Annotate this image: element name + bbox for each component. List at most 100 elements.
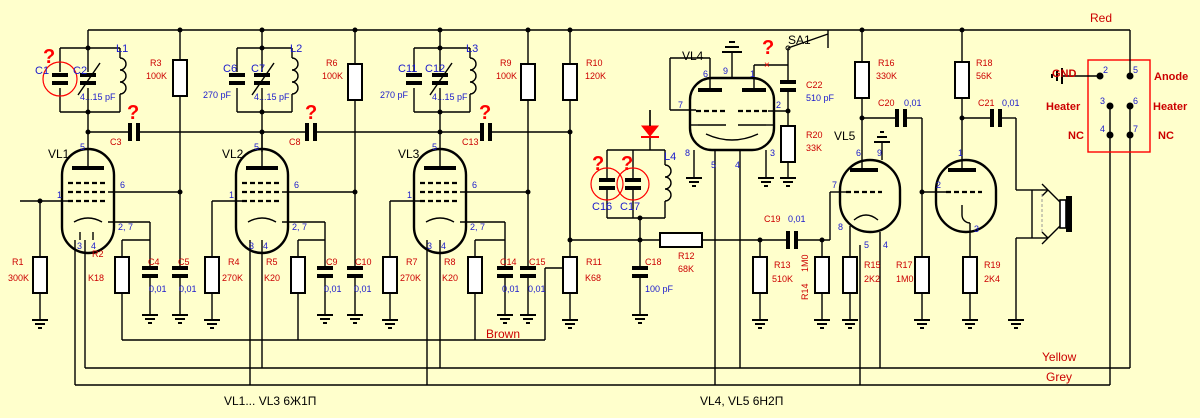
value-r20: 33K	[806, 143, 822, 153]
connector-pin-4: 4	[1100, 124, 1105, 134]
value-c6: 270 pF	[203, 90, 232, 100]
vl1-pin-6: 6	[120, 180, 125, 190]
label-c10: C10	[355, 257, 372, 267]
value-r3: 100K	[146, 71, 167, 81]
vl2-pin-6: 6	[294, 180, 299, 190]
label-c2: C2	[73, 65, 87, 77]
vl5-pin-6: 6	[856, 148, 861, 158]
label-r13: R13	[774, 260, 791, 270]
value-r16: 330K	[876, 71, 897, 81]
label-l1: L1	[116, 43, 128, 55]
label-r20: R20	[806, 130, 823, 140]
label-c15: C15	[529, 257, 546, 267]
value-c2: 4...15 pF	[80, 92, 116, 102]
label-r12: R12	[678, 251, 695, 261]
value-r11: K68	[585, 273, 601, 283]
label-c3: C3	[110, 137, 122, 147]
value-c21: 0,01	[1002, 98, 1020, 108]
label-r16: R16	[878, 58, 895, 68]
vl2-pin-1: 1	[229, 190, 234, 200]
value-r4: 270K	[222, 273, 243, 283]
label-r17: R17	[896, 260, 913, 270]
tube-shield-vl5	[874, 131, 890, 160]
tube-vl4	[669, 57, 788, 178]
power-connector	[1051, 30, 1151, 153]
vl4-pin-4: 4	[735, 160, 740, 170]
value-c22: 510 pF	[806, 93, 835, 103]
label-c5: C5	[178, 257, 190, 267]
label-sa1: SA1	[788, 33, 811, 47]
vl5-pin-5: 5	[864, 240, 869, 250]
label-r11: R11	[586, 257, 602, 267]
connector-pin-7: 7	[1133, 124, 1138, 134]
label-r3: R3	[150, 58, 162, 68]
label-c6: C6	[223, 63, 237, 75]
vl1-pin-4: 4	[91, 241, 96, 251]
tube-type-left: VL1... VL3 6Ж1П	[224, 394, 316, 408]
connector-pin-3: 3	[1100, 96, 1105, 106]
label-c12: C12	[425, 63, 445, 75]
label-c7: C7	[251, 63, 265, 75]
tube-vl1	[20, 147, 180, 255]
value-c11: 270 pF	[380, 90, 409, 100]
value-c18: 100 pF	[645, 284, 674, 294]
vl3-pin-3: 3	[427, 241, 432, 251]
label-gnd: GND	[1052, 68, 1077, 80]
label-nc-right: NC	[1158, 130, 1174, 142]
label-brown-wire: Brown	[486, 327, 520, 341]
label-heater-left: Heater	[1046, 101, 1081, 113]
label-r5: R5	[266, 257, 278, 267]
tube-vl3	[390, 132, 528, 255]
label-grey-wire: Grey	[1046, 370, 1072, 384]
tube-type-right: VL4, VL5 6Н2П	[700, 394, 783, 408]
label-c14: C14	[500, 257, 517, 267]
label-c18: C18	[645, 257, 662, 267]
value-r9: 100K	[496, 71, 517, 81]
vl5-pin-3: 3	[974, 224, 979, 234]
label-c1: C1	[35, 65, 49, 77]
value-r10: 120K	[585, 71, 606, 81]
label-r9: R9	[500, 58, 512, 68]
vl3-pin-27: 2, 7	[470, 222, 485, 232]
label-c21: C21	[978, 98, 995, 108]
vl1-pin-1: 1	[57, 190, 62, 200]
label-c8: C8	[289, 137, 301, 147]
label-c22: C22	[806, 80, 823, 90]
label-r4: R4	[228, 257, 240, 267]
question-mark-c16: ?	[592, 153, 604, 175]
connector-pin-5: 5	[1133, 65, 1138, 75]
vl4-pin-9: 9	[723, 66, 728, 76]
vl2-pin-4: 4	[263, 241, 268, 251]
headphone-jack	[1031, 183, 1049, 245]
earpiece	[1047, 189, 1072, 239]
label-r1: R1	[12, 257, 24, 267]
vl2-pin-3: 3	[249, 241, 254, 251]
label-r19: R19	[984, 260, 1001, 270]
vl5-pin-8: 8	[838, 222, 843, 232]
label-anode: Anode	[1154, 71, 1188, 83]
label-l4: L4	[664, 151, 676, 163]
value-r6: 100K	[322, 71, 343, 81]
value-c14: 0,01	[502, 284, 520, 294]
label-c11: C11	[398, 63, 417, 75]
vl4-pin-1: 1	[750, 69, 755, 79]
label-c17: C17	[620, 201, 640, 213]
vl1-pin-3: 3	[77, 241, 82, 251]
question-mark-c1: ?	[43, 46, 55, 68]
label-red: Red	[1090, 11, 1112, 25]
value-r19: 2K4	[984, 274, 1000, 284]
value-r18: 56K	[976, 71, 992, 81]
tuned-circuit-l1	[42, 30, 127, 152]
connector-pin-2: 2	[1103, 65, 1108, 75]
value-r17: 1M0	[896, 274, 914, 284]
value-c5: 0,01	[179, 284, 197, 294]
vl4-pin-6: 6	[703, 69, 708, 79]
value-c15: 0,01	[528, 284, 546, 294]
value-r15: 2K2	[864, 274, 880, 284]
value-r7: 270K	[400, 273, 421, 283]
vl4-pin-5: 5	[711, 160, 716, 170]
connector-pin-6: 6	[1133, 96, 1138, 106]
vl5-pin-2: 2	[936, 180, 941, 190]
value-c12: 4...15 pF	[432, 92, 468, 102]
question-mark-c13: ?	[479, 102, 491, 124]
